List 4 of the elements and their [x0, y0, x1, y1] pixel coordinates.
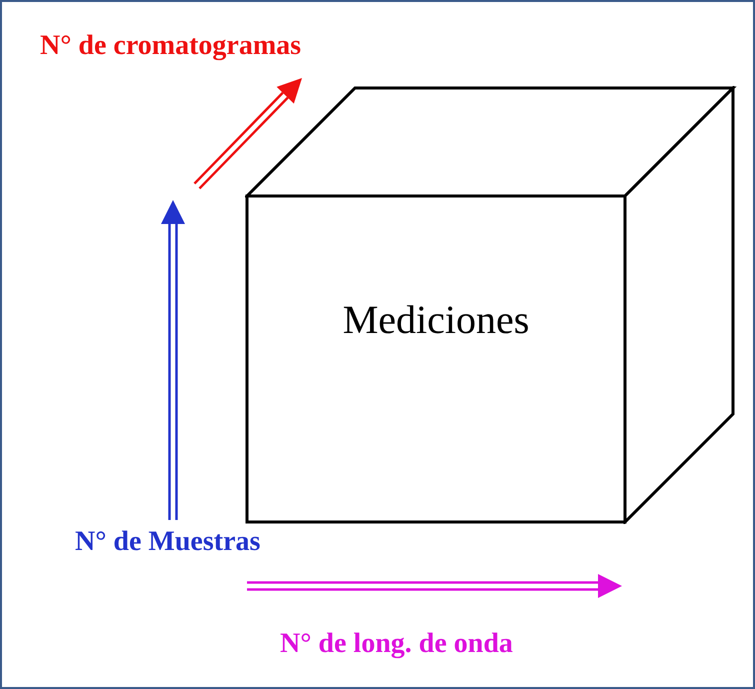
axis-label: N° de cromatogramas [40, 30, 302, 62]
cube-label: Mediciones [342, 296, 530, 343]
axis-label: N° de long. de onda [280, 628, 513, 660]
axis-label: N° de Muestras [75, 526, 260, 558]
